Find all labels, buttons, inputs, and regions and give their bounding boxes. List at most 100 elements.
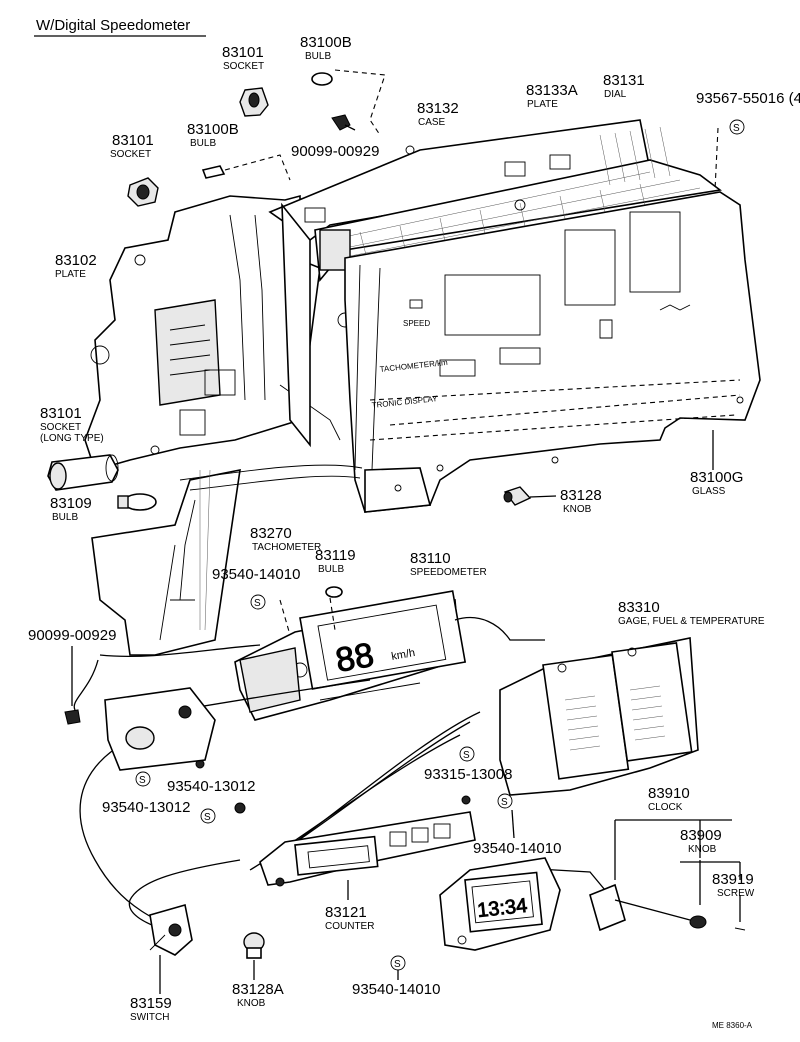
label-plate-left: 83102 PLATE — [55, 252, 97, 280]
svg-text:83133A: 83133A — [526, 82, 578, 99]
label-screw-bottom: 93540-14010 — [352, 981, 440, 998]
svg-text:83100B: 83100B — [187, 121, 239, 138]
svg-text:SOCKET: SOCKET — [223, 61, 264, 72]
svg-text:83110: 83110 — [410, 550, 451, 567]
socket-left-part — [127, 177, 159, 207]
label-socket-long: 83101 SOCKET (LONG TYPE) — [40, 405, 104, 444]
svg-text:83101: 83101 — [40, 405, 82, 422]
svg-text:S: S — [139, 775, 146, 786]
screw-symbol-mid: S — [250, 594, 266, 610]
label-speedometer: 83110 SPEEDOMETER — [410, 550, 487, 578]
svg-text:TACHOMETER: TACHOMETER — [252, 542, 321, 553]
switch-bracket-part — [64, 687, 216, 771]
svg-text:93540-13012: 93540-13012 — [102, 799, 190, 816]
svg-text:KNOB: KNOB — [688, 844, 717, 855]
svg-text:83919: 83919 — [712, 871, 754, 888]
svg-text:BULB: BULB — [318, 564, 344, 575]
gage-part — [499, 637, 699, 796]
label-socket-top: 83101 SOCKET — [222, 44, 264, 72]
svg-text:SOCKET: SOCKET — [110, 149, 151, 160]
svg-text:83121: 83121 — [325, 904, 367, 921]
socket-top-part — [239, 87, 269, 117]
leader-screw-set — [714, 127, 719, 191]
bulb-left-part — [201, 165, 226, 179]
svg-text:BULB: BULB — [52, 512, 78, 523]
svg-text:83102: 83102 — [55, 252, 97, 269]
svg-text:(LONG TYPE): (LONG TYPE) — [40, 433, 104, 444]
svg-text:SCREW: SCREW — [717, 888, 755, 899]
svg-text:83101: 83101 — [112, 132, 154, 149]
svg-text:83909: 83909 — [680, 827, 722, 844]
label-screw-set: 93567-55016 (4) — [696, 90, 800, 107]
svg-text:93540-14010: 93540-14010 — [212, 566, 300, 583]
svg-text:93540-14010: 93540-14010 — [473, 840, 561, 857]
screw-top-part — [331, 114, 356, 131]
svg-text:93315-13008: 93315-13008 — [424, 766, 512, 783]
svg-text:83100B: 83100B — [300, 34, 352, 51]
diagram-title: W/Digital Speedometer — [36, 17, 190, 34]
clock-part: 13:34 — [439, 857, 561, 951]
svg-text:83132: 83132 — [417, 100, 459, 117]
svg-text:PLATE: PLATE — [527, 99, 558, 110]
label-gage: 83310 GAGE, FUEL & TEMPERATURE — [618, 599, 765, 627]
svg-text:83100G: 83100G — [690, 469, 743, 486]
leader-knob-right — [529, 495, 557, 498]
svg-text:83109: 83109 — [50, 495, 92, 512]
label-tachometer: 83270 TACHOMETER — [250, 525, 321, 553]
label-screw-d: 93540-14010 — [473, 840, 561, 857]
svg-text:S: S — [394, 959, 401, 970]
svg-text:DIAL: DIAL — [604, 89, 627, 100]
svg-text:S: S — [501, 797, 508, 808]
label-bulb-left: 83100B BULB — [187, 121, 239, 149]
svg-text:83910: 83910 — [648, 785, 690, 802]
label-screw-mid: 93540-14010 — [212, 566, 300, 583]
svg-text:93567-55016 (4): 93567-55016 (4) — [696, 90, 800, 107]
label-screw-b: 93540-13012 — [102, 799, 190, 816]
label-bulb-long: 83109 BULB — [50, 495, 92, 523]
leader-bulb-top — [334, 69, 386, 136]
cluster-housing: SPEED TACHOMETER/km TRONIC DISPLAY — [84, 119, 761, 513]
svg-text:KNOB: KNOB — [563, 504, 592, 515]
svg-text:BULB: BULB — [190, 138, 216, 149]
svg-text:COUNTER: COUNTER — [325, 921, 374, 932]
bulb-top-part — [311, 72, 333, 86]
svg-text:S: S — [254, 598, 261, 609]
panel-speed-label: SPEED — [403, 319, 430, 328]
screw-symbol-top: S — [729, 119, 745, 135]
knob-right-part — [503, 486, 532, 506]
label-knob-right: 83128 KNOB — [560, 487, 602, 515]
label-case: 83132 CASE — [417, 100, 459, 128]
label-clock: 83910 CLOCK — [648, 785, 690, 813]
switch-part — [149, 903, 193, 956]
knob-bottom-part — [243, 932, 265, 959]
bulb-mid-part — [325, 586, 343, 598]
label-clock-screw: 83919 SCREW — [712, 871, 755, 899]
svg-text:CASE: CASE — [418, 117, 446, 128]
socket-long-part — [47, 454, 119, 491]
screw-symbol-b: S — [200, 808, 216, 824]
figure-code: ME 8360-A — [712, 1021, 753, 1030]
svg-text:SPEEDOMETER: SPEEDOMETER — [410, 567, 487, 578]
label-screw-left: 90099-00929 — [28, 627, 116, 644]
speed-unit: km/h — [390, 647, 416, 663]
speed-readout: 88 — [333, 636, 377, 680]
svg-text:93540-14010: 93540-14010 — [352, 981, 440, 998]
svg-text:83128A: 83128A — [232, 981, 284, 998]
svg-text:83270: 83270 — [250, 525, 292, 542]
svg-text:S: S — [204, 812, 211, 823]
label-bulb-top: 83100B BULB — [300, 34, 352, 62]
tachometer-part — [91, 464, 363, 656]
label-screw-a: 93540-13012 — [167, 778, 255, 795]
clock-bracket-lines — [614, 819, 741, 922]
svg-text:90099-00929: 90099-00929 — [291, 143, 379, 160]
svg-text:PLATE: PLATE — [55, 269, 86, 280]
svg-text:90099-00929: 90099-00929 — [28, 627, 116, 644]
label-counter: 83121 COUNTER — [325, 904, 374, 932]
screw-symbol-a: S — [135, 771, 151, 787]
label-plate-top: 83133A PLATE — [526, 82, 578, 110]
label-screw-c: 93315-13008 — [424, 766, 512, 783]
svg-text:SWITCH: SWITCH — [130, 1012, 169, 1023]
bulb-long-part — [117, 493, 157, 511]
svg-text:83159: 83159 — [130, 995, 172, 1012]
svg-text:S: S — [463, 750, 470, 761]
